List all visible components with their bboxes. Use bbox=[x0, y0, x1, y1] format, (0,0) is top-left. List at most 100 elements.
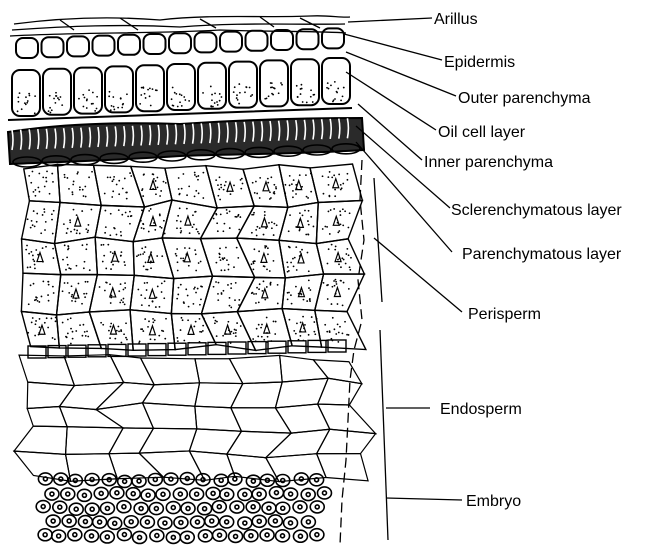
stipple-dot bbox=[267, 253, 269, 255]
stipple-dot bbox=[32, 224, 34, 226]
stipple-dot bbox=[163, 220, 165, 222]
cell-dot bbox=[147, 89, 149, 91]
stipple-dot bbox=[67, 177, 69, 179]
stipple-dot bbox=[30, 284, 32, 286]
cell-dot bbox=[78, 98, 80, 100]
cell-dot bbox=[142, 86, 144, 88]
stipple-dot bbox=[163, 181, 165, 183]
stipple-dot bbox=[64, 174, 66, 176]
stipple-dot bbox=[187, 295, 189, 297]
embryo-nucleus bbox=[105, 535, 109, 539]
stipple-dot bbox=[154, 319, 156, 321]
cell-dot bbox=[96, 108, 98, 110]
stipple-dot bbox=[340, 189, 342, 191]
endosperm-cell bbox=[227, 431, 291, 457]
stipple-dot bbox=[286, 261, 288, 263]
endosperm-tissue bbox=[14, 355, 376, 482]
cell-dot bbox=[214, 93, 216, 95]
stipple-dot bbox=[270, 284, 272, 286]
stipple-dot bbox=[222, 257, 224, 259]
embryo-nucleus bbox=[306, 520, 310, 524]
stipple-dot bbox=[238, 304, 240, 306]
stipple-dot bbox=[339, 326, 341, 328]
endosperm-cell bbox=[59, 406, 123, 427]
stipple-dot bbox=[240, 188, 242, 190]
stipple-dot bbox=[289, 214, 291, 216]
cell-dot bbox=[296, 85, 298, 87]
stipple-dot bbox=[179, 207, 181, 209]
perisperm-cell bbox=[237, 277, 285, 311]
stipple-dot bbox=[123, 261, 125, 263]
stipple-dot bbox=[295, 286, 297, 288]
stipple-dot bbox=[180, 230, 182, 232]
stipple-dot bbox=[154, 339, 156, 341]
stipple-dot bbox=[195, 270, 197, 272]
stipple-dot bbox=[308, 287, 310, 289]
embryo-cell bbox=[238, 517, 252, 529]
stipple-dot bbox=[121, 214, 123, 216]
stipple-dot bbox=[178, 188, 180, 190]
embryo-nucleus bbox=[281, 479, 285, 483]
stipple-dot bbox=[255, 340, 257, 342]
stipple-dot bbox=[150, 267, 152, 269]
perisperm-cell bbox=[57, 275, 98, 315]
stipple-dot bbox=[213, 218, 215, 220]
stipple-dot bbox=[141, 227, 143, 229]
cell-dot bbox=[238, 83, 240, 85]
stipple-dot bbox=[327, 298, 329, 300]
stipple-dot bbox=[273, 260, 275, 262]
stipple-dot bbox=[30, 251, 32, 253]
stipple-dot bbox=[342, 183, 344, 185]
stipple-dot bbox=[141, 304, 143, 306]
embryo-nucleus bbox=[186, 506, 190, 510]
stipple-dot bbox=[193, 288, 195, 290]
cell-dot bbox=[60, 96, 62, 98]
stipple-dot bbox=[180, 227, 182, 229]
label-embryo: Embryo bbox=[466, 493, 521, 510]
embryo-cell bbox=[293, 530, 307, 542]
stipple-dot bbox=[305, 234, 307, 236]
cell-dot bbox=[34, 112, 36, 114]
cell-dot bbox=[301, 84, 303, 86]
cell-dot bbox=[108, 95, 110, 97]
embryo-cell bbox=[100, 531, 114, 543]
stipple-dot bbox=[86, 330, 88, 332]
stipple-dot bbox=[42, 247, 44, 249]
stipple-dot bbox=[102, 261, 104, 263]
stipple-dot bbox=[322, 228, 324, 230]
stipple-dot bbox=[116, 184, 118, 186]
stipple-dot bbox=[71, 191, 73, 193]
stipple-dot bbox=[240, 179, 242, 181]
stipple-dot bbox=[105, 282, 107, 284]
stipple-dot bbox=[334, 249, 336, 251]
stipple-dot bbox=[123, 298, 125, 300]
embryo-cell bbox=[276, 530, 290, 542]
outer-parenchyma-cell bbox=[322, 58, 350, 104]
stipple-dot bbox=[83, 293, 85, 295]
stipple-dot bbox=[273, 234, 275, 236]
stipple-dot bbox=[298, 339, 300, 341]
epidermis-cell bbox=[169, 33, 191, 53]
stipple-dot bbox=[39, 318, 41, 320]
stipple-dot bbox=[252, 182, 254, 184]
stipple-dot bbox=[309, 298, 311, 300]
stipple-dot bbox=[161, 283, 163, 285]
stipple-dot bbox=[83, 267, 85, 269]
outer-parenchyma-cell bbox=[105, 66, 133, 112]
embryo-nucleus bbox=[99, 491, 103, 495]
stipple-dot bbox=[67, 333, 69, 335]
perisperm-cell bbox=[200, 206, 254, 239]
stipple-dot bbox=[194, 195, 196, 197]
stipple-dot bbox=[215, 320, 217, 322]
stipple-dot bbox=[35, 195, 37, 197]
embryo-nucleus bbox=[234, 534, 238, 538]
stipple-dot bbox=[223, 290, 225, 292]
stipple-dot bbox=[213, 286, 215, 288]
stipple-dot bbox=[180, 221, 182, 223]
stipple-dot bbox=[338, 174, 340, 176]
stipple-dot bbox=[176, 248, 178, 250]
cell-dot bbox=[214, 102, 216, 104]
stipple-dot bbox=[72, 193, 74, 195]
stipple-dot bbox=[50, 318, 52, 320]
stipple-dot bbox=[182, 173, 184, 175]
